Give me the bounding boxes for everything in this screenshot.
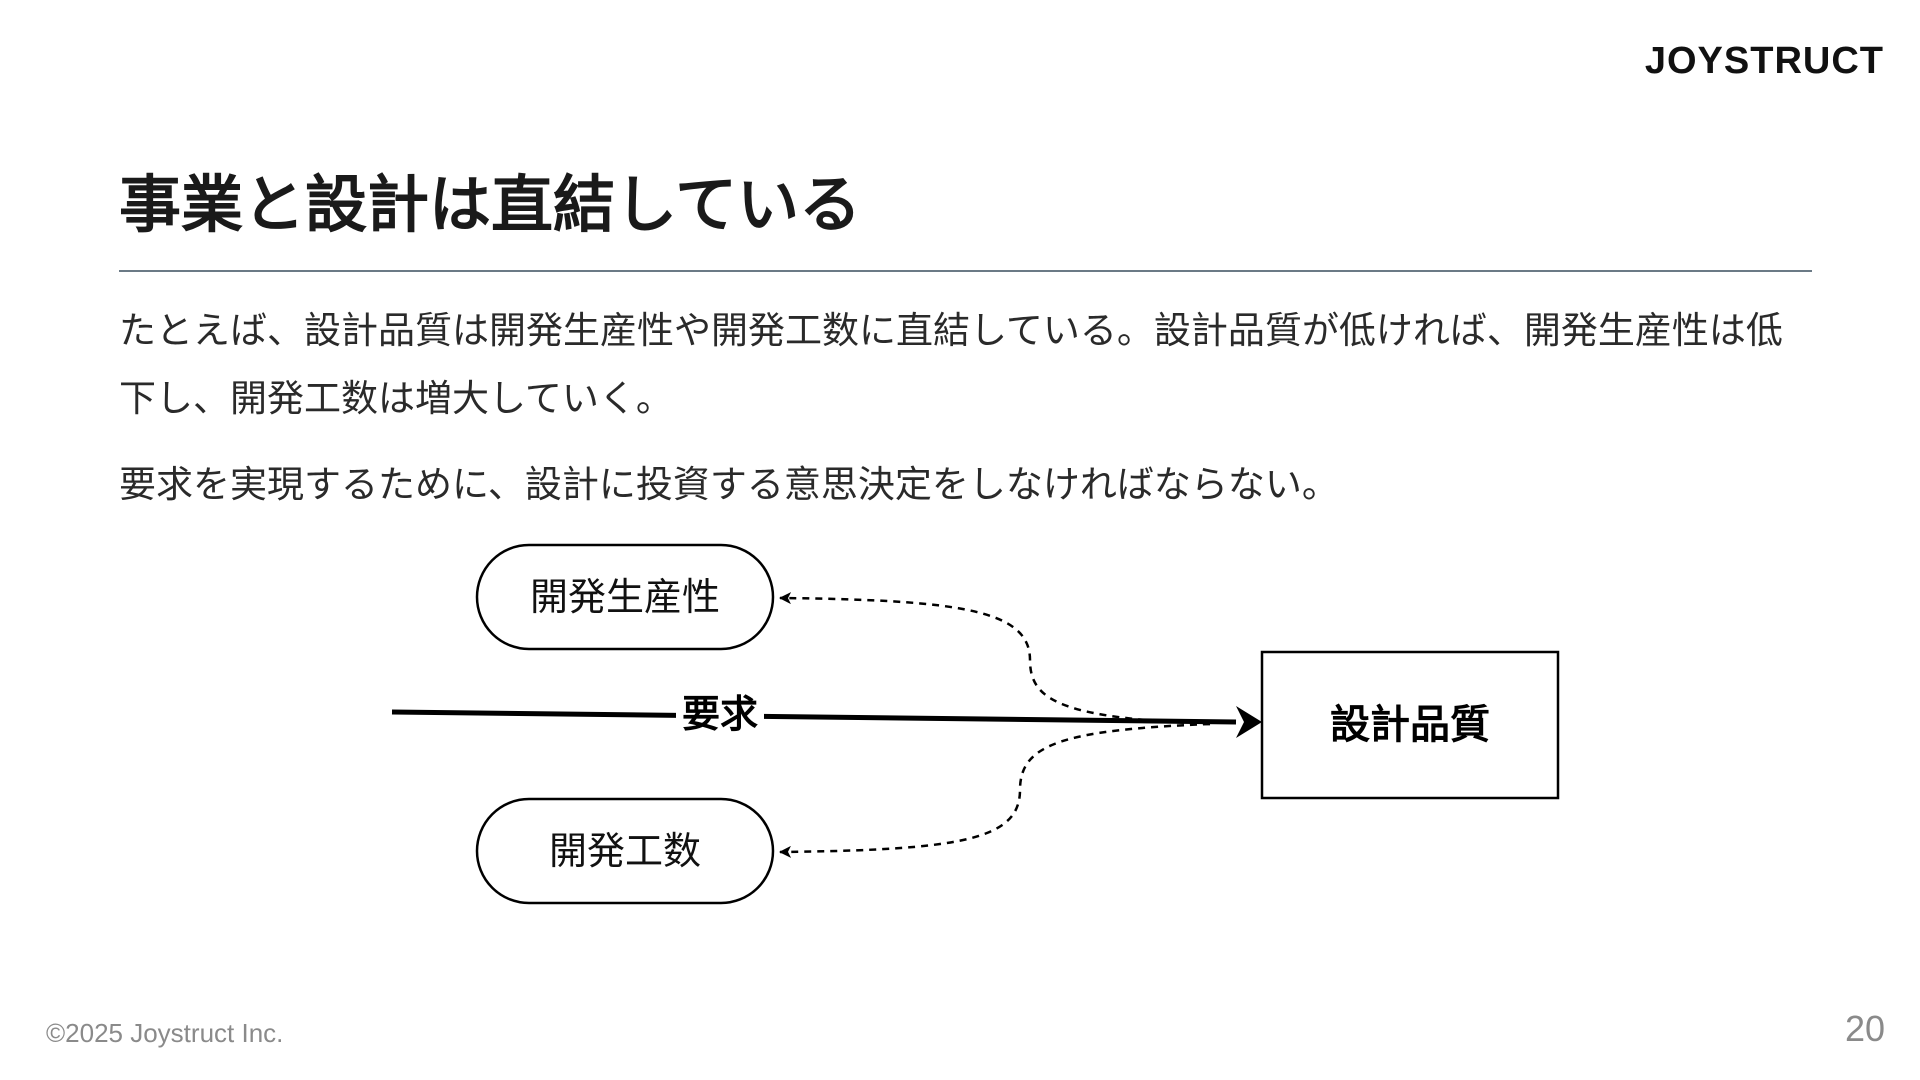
dashed-arrow-to-productivity	[779, 592, 1211, 726]
dashed-arrow-to-effort	[779, 722, 1211, 858]
arrow-label-background	[676, 690, 764, 738]
requirement-arrow	[391, 706, 1262, 738]
body-paragraph-2: 要求を実現するために、設計に投資する意思決定をしなければならない。	[119, 463, 1339, 506]
title-divider	[119, 270, 1812, 272]
productivity-node-label: 開発生産性	[530, 575, 720, 619]
effort-node-label: 開発工数	[549, 829, 701, 873]
page-number: 20	[1844, 1008, 1885, 1049]
productivity-node	[475, 543, 775, 651]
copyright-text: ©2025 Joystruct Inc.	[46, 1018, 284, 1048]
body-paragraph-1: たとえば、設計品質は開発生産性や開発工数に直結している。設計品質が低ければ、開発…	[119, 309, 1783, 420]
slide-title: 事業と設計は直結している	[119, 168, 862, 241]
design-quality-node-label: 設計品質	[1330, 702, 1490, 748]
brand-logo: JOYSTRUCT	[1644, 40, 1884, 82]
arrow-label: 要求	[682, 692, 758, 736]
design-quality-node	[1260, 650, 1560, 800]
effort-node	[475, 797, 775, 905]
